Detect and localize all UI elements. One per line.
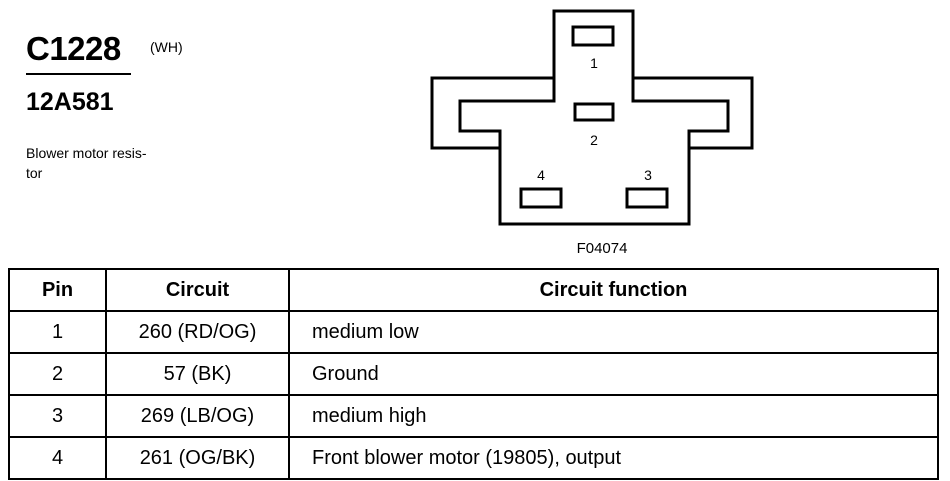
pin-cell: 2 bbox=[8, 352, 107, 396]
pin-label-3: 3 bbox=[644, 167, 652, 183]
pin-4-slot bbox=[519, 187, 563, 209]
connector-housing-outline bbox=[430, 9, 754, 226]
connector-color: (WH) bbox=[150, 39, 183, 55]
circuit-cell: 269 (LB/OG) bbox=[105, 394, 290, 438]
table-row: 4 261 (OG/BK) Front blower motor (19805)… bbox=[8, 436, 939, 480]
table-header-row: Pin Circuit Circuit function bbox=[8, 268, 939, 312]
function-cell: medium low bbox=[288, 310, 939, 354]
description-line-1: Blower motor resis- bbox=[26, 145, 147, 161]
figure-id: F04074 bbox=[577, 240, 628, 257]
circuit-cell: 57 (BK) bbox=[105, 352, 290, 396]
pin-2-slot bbox=[573, 102, 615, 122]
pin-3-slot bbox=[625, 187, 669, 209]
pin-label-1: 1 bbox=[590, 55, 598, 71]
function-cell: Ground bbox=[288, 352, 939, 396]
function-cell: medium high bbox=[288, 394, 939, 438]
part-number: 12A581 bbox=[26, 88, 114, 116]
pin-cell: 1 bbox=[8, 310, 107, 354]
table-row: 1 260 (RD/OG) medium low bbox=[8, 310, 939, 354]
pin-cell: 4 bbox=[8, 436, 107, 480]
table-row: 2 57 (BK) Ground bbox=[8, 352, 939, 396]
connector-id: C1228 bbox=[26, 30, 121, 67]
pin-cell: 3 bbox=[8, 394, 107, 438]
connector-inner-outline bbox=[458, 78, 730, 148]
pin-label-4: 4 bbox=[537, 167, 545, 183]
pinout-table: Pin Circuit Circuit function 1 260 (RD/O… bbox=[8, 268, 939, 480]
table-row: 3 269 (LB/OG) medium high bbox=[8, 394, 939, 438]
pin-1-slot bbox=[571, 25, 615, 47]
pin-label-2: 2 bbox=[590, 132, 598, 148]
header-circuit-function: Circuit function bbox=[288, 268, 939, 312]
circuit-cell: 261 (OG/BK) bbox=[105, 436, 290, 480]
title-underline bbox=[26, 73, 131, 75]
function-cell: Front blower motor (19805), output bbox=[288, 436, 939, 480]
description-line-2: tor bbox=[26, 165, 43, 181]
circuit-cell: 260 (RD/OG) bbox=[105, 310, 290, 354]
header-pin: Pin bbox=[8, 268, 107, 312]
connector-description: Blower motor resis- tor bbox=[26, 143, 196, 183]
header-circuit: Circuit bbox=[105, 268, 290, 312]
